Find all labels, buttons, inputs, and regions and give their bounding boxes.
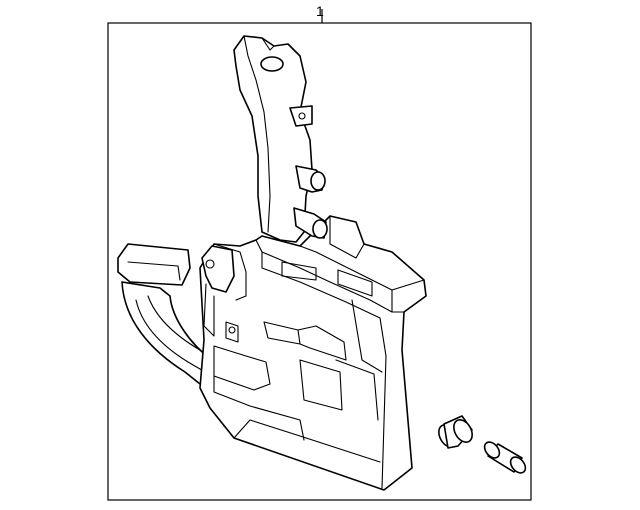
callout-1: 1 — [316, 3, 324, 23]
small-boss — [225, 321, 239, 343]
callout-number: 1 — [316, 3, 324, 19]
mount-hole — [205, 259, 215, 269]
filler-opening — [260, 56, 284, 72]
plug — [483, 441, 527, 474]
tank-main-body — [199, 215, 427, 491]
grommet — [438, 415, 473, 449]
mount-bracket — [201, 245, 235, 293]
diagram-frame — [107, 22, 532, 501]
neck-tab — [289, 105, 313, 127]
filler-tube — [233, 35, 313, 243]
filler-neck — [233, 35, 328, 243]
reservoir-tank — [117, 215, 427, 491]
